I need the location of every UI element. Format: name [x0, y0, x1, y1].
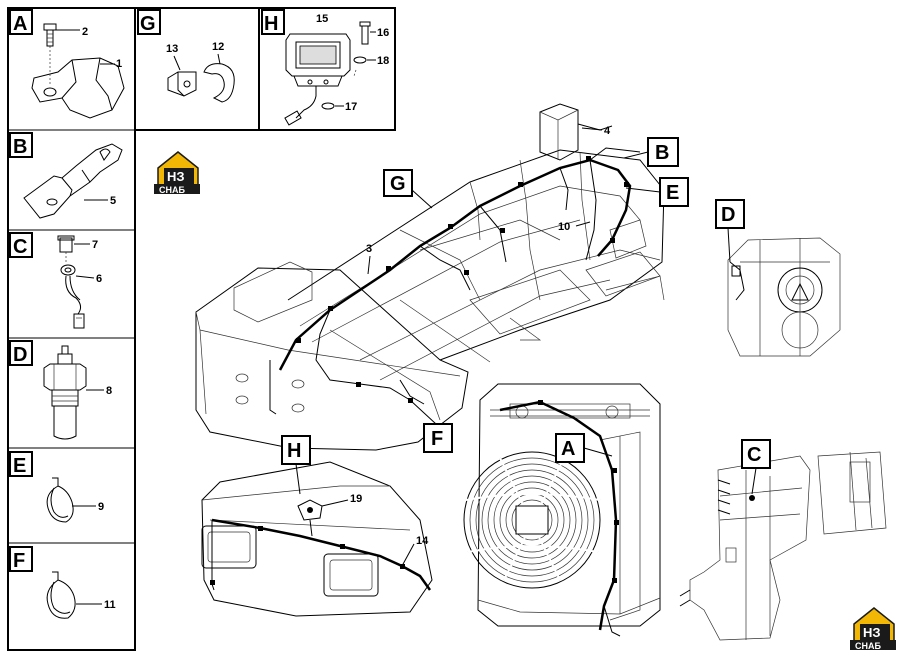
part-12-label: 12	[212, 41, 224, 53]
logo-top-text: НЗ	[167, 169, 185, 184]
legend-panel-g: G 13 12	[137, 9, 235, 103]
callout-e-letter: E	[666, 182, 679, 204]
callout-g: G	[383, 169, 433, 209]
callout-f-letter: F	[431, 428, 443, 450]
part-9-label: 9	[98, 501, 104, 513]
part-4-label: 4	[604, 125, 611, 137]
part-5-label: 5	[110, 195, 116, 207]
part-7-label: 7	[92, 239, 98, 251]
legend-panel-b: B 5	[9, 132, 123, 219]
legend-panel-d: D 8	[9, 340, 112, 440]
legend-grid	[7, 7, 396, 651]
callout-h: H	[281, 435, 311, 495]
callout-a-letter: A	[561, 438, 575, 460]
chassis-frame	[195, 103, 665, 451]
panel-a-letter: A	[13, 13, 27, 35]
main-part-labels: 3 4 10 14 19	[321, 125, 611, 567]
logo-bottom-text: НЗ	[863, 625, 881, 640]
callout-c: C	[741, 439, 771, 495]
part-14-label: 14	[416, 535, 429, 547]
callout-b-letter: B	[655, 142, 669, 164]
legend-panel-f: F 11	[9, 546, 116, 619]
part-1-label: 1	[116, 58, 122, 70]
part-11-label: 11	[104, 599, 116, 611]
brand-logo-bottom: НЗ СНАБ	[850, 607, 896, 651]
panel-f-letter: F	[13, 550, 25, 572]
engine-detail-d	[727, 227, 841, 357]
callout-f: F	[409, 399, 453, 453]
part-2-label: 2	[82, 26, 88, 38]
part-19-label: 19	[350, 493, 362, 505]
part-8-label: 8	[106, 385, 112, 397]
legend-panel-h: H 15 16 18 17	[261, 9, 389, 126]
part-16-label: 16	[377, 27, 389, 39]
panel-g-letter: G	[140, 13, 156, 35]
part-6-label: 6	[96, 273, 102, 285]
panel-e-letter: E	[13, 455, 26, 477]
part-13-label: 13	[166, 43, 178, 55]
transmission-detail-c	[679, 451, 887, 641]
panel-b-letter: B	[13, 136, 27, 158]
part-18-label: 18	[377, 55, 389, 67]
callout-a: A	[555, 433, 613, 463]
legend-panel-a: A 2 1	[9, 9, 125, 119]
callout-b: B	[623, 137, 679, 167]
part-3-label: 3	[366, 243, 372, 255]
brand-logo-top: НЗ СНАБ	[154, 151, 200, 195]
callout-e: E	[625, 177, 689, 207]
callout-c-letter: C	[747, 444, 761, 466]
callout-h-letter: H	[287, 440, 301, 462]
part-15-label: 15	[316, 13, 328, 25]
panel-h-letter: H	[264, 13, 278, 35]
part-10-label: 10	[558, 221, 570, 233]
callout-g-letter: G	[390, 173, 406, 195]
panel-d-letter: D	[13, 344, 27, 366]
callout-d-letter: D	[721, 204, 735, 226]
logo-top-subtext: СНАБ	[159, 185, 185, 195]
panel-c-letter: C	[13, 236, 27, 258]
legend-panel-c: C 7 6	[9, 232, 102, 329]
logo-bottom-subtext: СНАБ	[855, 641, 881, 651]
part-17-label: 17	[345, 101, 357, 113]
radiator-assembly	[463, 383, 661, 637]
callout-d: D	[715, 199, 745, 229]
cab-roof-assembly	[201, 461, 433, 617]
legend-panel-e: E 9	[9, 451, 104, 523]
